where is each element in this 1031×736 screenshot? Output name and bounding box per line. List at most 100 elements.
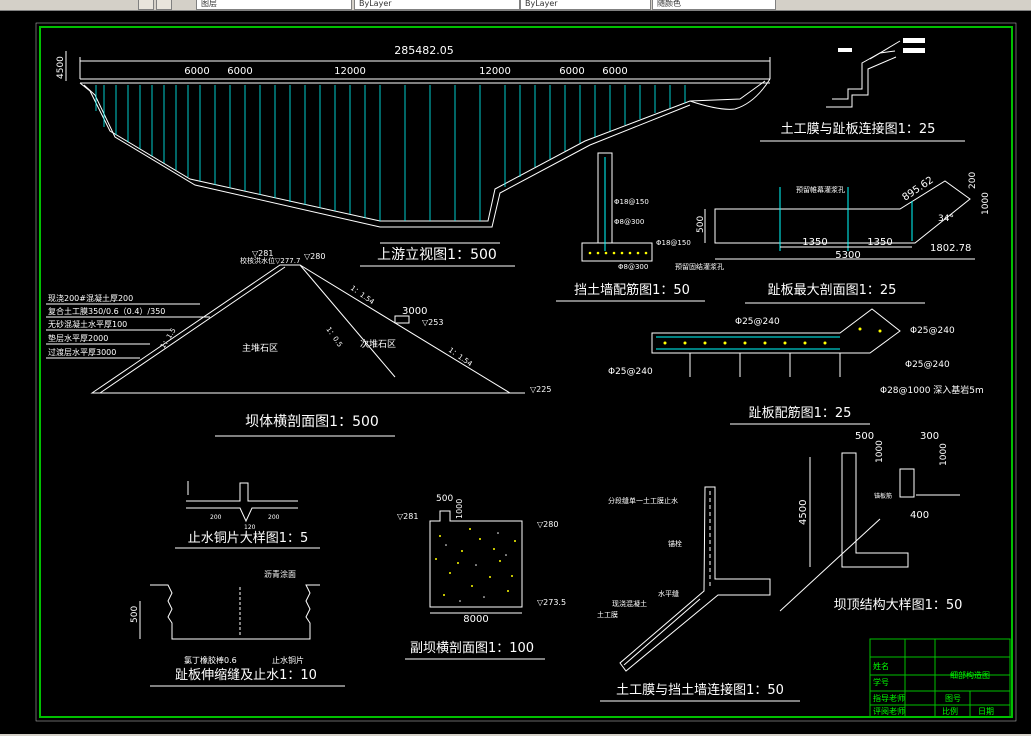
crest-dim-4500: 4500 xyxy=(798,500,809,525)
retaining-rebar: Φ18@150 Φ8@300 Φ18@150 Φ8@300 挡土墙配筋图1：50 xyxy=(556,152,705,302)
subdam-dim-1000: 1000 xyxy=(455,499,464,519)
subdam-title: 副坝横剖面图1：100 xyxy=(410,641,534,656)
subdam-elev-273: ▽273.5 xyxy=(537,598,566,607)
subdam-elev-280: ▽280 xyxy=(537,520,558,529)
copper-dim-3: 120 xyxy=(244,524,256,531)
tb-reviewer: 评阅老师 xyxy=(873,706,905,716)
copper-dim-1: 200 xyxy=(210,514,222,521)
status-bar xyxy=(0,734,1031,736)
slab-max-angle: 34° xyxy=(938,214,954,224)
slab-rebar-label-3: Φ25@240 xyxy=(905,360,950,370)
zone-main: 主堆石区 xyxy=(242,342,278,354)
title-block: 姓名 学号 指导老师 评阅老师 细部构造图 图号 比例 日期 xyxy=(869,638,1011,718)
slab-max-note-2: 预留固结灌浆孔 xyxy=(675,262,724,271)
slab-rebar: Φ25@240 Φ25@240 Φ25@240 Φ25@240 Φ28@1000… xyxy=(608,308,984,425)
tb-advisor: 指导老师 xyxy=(873,693,905,703)
slab-max-dim-c: 1802.78 xyxy=(930,243,971,254)
elev-253: ▽253 xyxy=(422,318,443,327)
gw-note-3: 水平缝 xyxy=(658,589,679,598)
copper-dim-2: 200 xyxy=(268,514,280,521)
copper-title: 止水铜片大样图1：5 xyxy=(188,531,309,546)
slab-rebar-title: 趾板配筋图1：25 xyxy=(749,405,852,421)
slab-max-dim-d: 895.62 xyxy=(901,175,936,204)
slab-max-dim-b: 1350 xyxy=(867,237,892,248)
slab-rebar-label-1: Φ25@240 xyxy=(735,317,780,327)
gw-note-4: 现浇混凝土 xyxy=(612,599,647,608)
slab-max-dim-a: 1350 xyxy=(802,237,827,248)
tb-fig-no: 图号 xyxy=(945,694,961,703)
joint-dim: 500 xyxy=(130,606,140,623)
joint-note-1: 沥青涂面 xyxy=(264,569,296,579)
retaining-label-1: Φ18@150 xyxy=(614,198,649,206)
svg-text:垫层水平厚2000: 垫层水平厚2000 xyxy=(48,333,108,343)
drawing-sheet xyxy=(35,22,1017,722)
slab-rebar-label-5: Φ28@1000 深入基岩5m xyxy=(880,384,984,396)
elev-225: ▽225 xyxy=(530,385,551,394)
crest-detail: 4500 500 1000 300 1000 400 锚板筋 坝顶结构大样图1：… xyxy=(779,431,962,613)
slab-rebar-label-2: Φ25@240 xyxy=(910,326,955,336)
seg-dim-4: 12000 xyxy=(479,66,511,77)
seg-dim-5: 6000 xyxy=(559,66,584,77)
subdam-elev-281: ▽281 xyxy=(397,512,418,521)
slab-max-note-1: 预留帷幕灌浆孔 xyxy=(796,185,845,194)
crest-dim-500: 500 xyxy=(855,431,874,442)
layer-dropdown[interactable]: 图层 xyxy=(196,0,352,10)
flood-label: 校核洪水位▽277.7 xyxy=(240,256,300,265)
slab-rebar-label-4: Φ25@240 xyxy=(608,367,653,377)
seg-dim-1: 6000 xyxy=(184,66,209,77)
geomembrane-wall: 分段缝单一土工膜止水 锚栓 水平缝 现浇混凝土 土工膜 土工膜与挡土墙连接图1：… xyxy=(597,486,800,702)
gw-note-1: 分段缝单一土工膜止水 xyxy=(608,496,678,505)
lineweight-dropdown[interactable]: 随颜色 xyxy=(652,0,776,10)
joint-title: 趾板伸缩缝及止水1：10 xyxy=(175,667,317,683)
crest-dim-400: 400 xyxy=(910,510,929,521)
berm-dim: 3000 xyxy=(402,306,427,317)
linetype-dropdown[interactable]: ByLayer xyxy=(520,0,651,10)
svg-text:复合土工膜350/0.6（0.4）/350: 复合土工膜350/0.6（0.4）/350 xyxy=(48,306,165,316)
cross-section-legend: 现浇200#混凝土厚200 复合土工膜350/0.6（0.4）/350 无砂混凝… xyxy=(46,293,210,359)
tb-scale: 比例 xyxy=(942,706,958,716)
upstream-total-dim: 285482.05 xyxy=(394,44,454,57)
color-dropdown[interactable]: ByLayer xyxy=(354,0,520,10)
gw-note-2: 锚栓 xyxy=(668,539,682,548)
geomembrane-slab-detail: 土工膜与趾板连接图1：25 xyxy=(760,38,965,142)
elev-281: ▽281 xyxy=(252,249,273,258)
slab-max-title: 趾板最大剖面图1：25 xyxy=(768,283,897,298)
subdam-dim-500: 500 xyxy=(436,494,453,504)
seg-dim-6: 6000 xyxy=(602,66,627,77)
tb-date: 日期 xyxy=(978,707,994,716)
seg-dim-2: 6000 xyxy=(227,66,252,77)
slab-max-dim-f: 1000 xyxy=(981,192,991,215)
retaining-label-3: Φ18@150 xyxy=(656,239,691,247)
zone-secondary: 次堆石区 xyxy=(360,338,396,350)
gw-note-5: 土工膜 xyxy=(597,610,618,619)
seg-dim-3: 12000 xyxy=(334,66,366,77)
tb-id: 学号 xyxy=(873,677,889,687)
crest-dim-1000a: 1000 xyxy=(875,440,885,463)
upstream-title: 上游立视图1：500 xyxy=(377,247,497,263)
svg-text:过渡层水平厚3000: 过渡层水平厚3000 xyxy=(48,347,116,357)
drawing-border xyxy=(39,26,1013,718)
dam-cross-section: 校核洪水位▽277.7 ▽281 ▽280 ▽253 ▽225 3000 主堆石… xyxy=(46,249,551,437)
subdam-dim-8000: 8000 xyxy=(463,614,488,625)
cad-drawing: 285482.05 4500 6000 6000 12000 12000 600… xyxy=(35,22,1017,722)
toolbar: 图层 ByLayer ByLayer 随颜色 xyxy=(0,0,1031,11)
retaining-title: 挡土墙配筋图1：50 xyxy=(574,282,690,298)
slab-joint: 500 沥青涂面 氯丁橡胶棒0.6 止水铜片 趾板伸缩缝及止水1：10 xyxy=(130,569,345,687)
crest-note: 锚板筋 xyxy=(874,492,892,500)
retaining-label-2: Φ8@300 xyxy=(614,218,644,226)
joint-note-2: 氯丁橡胶棒0.6 xyxy=(184,655,237,665)
svg-text:现浇200#混凝土厚200: 现浇200#混凝土厚200 xyxy=(48,293,133,303)
slab-max-section: 500 1350 1350 5300 1802.78 895.62 200 10… xyxy=(675,172,991,304)
tb-name: 姓名 xyxy=(873,661,889,671)
drawing-canvas[interactable]: 285482.05 4500 6000 6000 12000 12000 600… xyxy=(0,11,1031,735)
tb-drawing-name: 细部构造图 xyxy=(950,670,990,680)
gw-title: 土工膜与挡土墙连接图1：50 xyxy=(616,682,784,698)
aggregate-dots xyxy=(435,528,516,596)
crest-dim-300: 300 xyxy=(920,431,939,442)
layer-icon[interactable] xyxy=(138,0,154,10)
slab-max-dim-500: 500 xyxy=(696,216,706,233)
joint-note-3: 止水铜片 xyxy=(272,655,304,665)
elev-280: ▽280 xyxy=(304,252,325,261)
slab-max-dim-total: 5300 xyxy=(835,250,860,261)
layer-state-icon[interactable] xyxy=(156,0,172,10)
